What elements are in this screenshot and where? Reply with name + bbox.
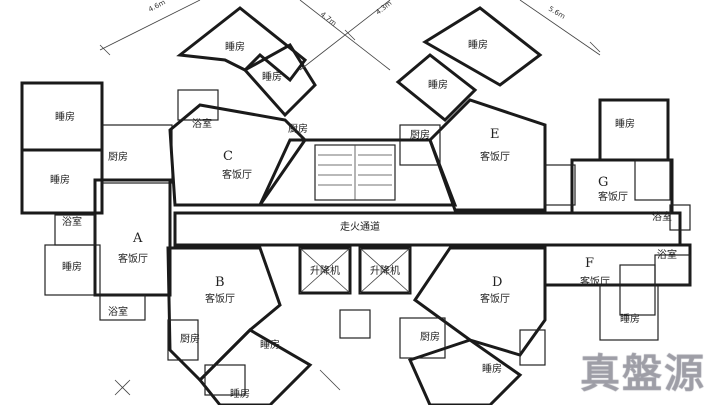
svg-text:浴室: 浴室	[62, 215, 82, 228]
flat-label-f: F	[585, 256, 594, 271]
svg-text:浴室: 浴室	[657, 248, 677, 261]
flat-g	[544, 98, 691, 231]
watermark: 真盤源	[580, 351, 706, 397]
flat-a	[20, 81, 173, 321]
svg-text:睡房: 睡房	[262, 70, 282, 83]
svg-text:客饭厅: 客饭厅	[480, 292, 510, 305]
svg-text:睡房: 睡房	[482, 362, 502, 375]
room-labels: 睡房 睡房 客饭厅 睡房 浴室 浴室 厨房 睡房 睡房 浴室 客饭厅 厨房 睡房…	[50, 38, 677, 400]
svg-text:客饭厅: 客饭厅	[598, 190, 628, 203]
svg-text:睡房: 睡房	[260, 338, 280, 351]
flat-label-g: G	[598, 175, 608, 190]
svg-text:睡房: 睡房	[225, 40, 245, 53]
svg-text:客饭厅: 客饭厅	[480, 150, 510, 163]
svg-text:睡房: 睡房	[50, 173, 70, 186]
svg-text:客饭厅: 客饭厅	[205, 292, 235, 305]
flat-f	[543, 243, 692, 341]
flat-label-a: A	[132, 231, 143, 246]
flat-d	[399, 246, 547, 405]
svg-text:睡房: 睡房	[620, 312, 640, 325]
flat-label-c: C	[223, 149, 233, 164]
svg-text:睡房: 睡房	[230, 387, 250, 400]
svg-text:睡房: 睡房	[62, 260, 82, 273]
flat-e	[395, 6, 547, 212]
lift-core: 升降机 升降机	[298, 246, 412, 339]
dimension-lines	[99, 0, 601, 396]
dim-label-3: 4.3m	[374, 0, 393, 17]
svg-text:浴室: 浴室	[108, 305, 128, 318]
svg-text:浴室: 浴室	[652, 210, 672, 223]
flat-label-e: E	[490, 127, 500, 142]
svg-text:浴室: 浴室	[192, 117, 212, 130]
stair-core	[257, 138, 458, 207]
svg-text:睡房: 睡房	[468, 38, 488, 51]
svg-text:客饭厅: 客饭厅	[580, 275, 610, 288]
svg-text:厨房: 厨房	[108, 150, 128, 163]
flat-c	[168, 6, 317, 207]
lift-label-1: 升降机	[310, 264, 340, 277]
svg-text:厨房: 厨房	[180, 332, 200, 345]
flat-b	[166, 246, 313, 405]
flat-label-b: B	[215, 275, 225, 290]
svg-text:客饭厅: 客饭厅	[222, 168, 252, 181]
corridor-label: 走火通道	[340, 220, 380, 233]
svg-text:厨房: 厨房	[420, 330, 440, 343]
svg-text:厨房: 厨房	[410, 128, 430, 141]
flat-label-d: D	[492, 275, 502, 290]
svg-text:厨房: 厨房	[288, 122, 308, 135]
lift-label-2: 升降机	[370, 264, 400, 277]
svg-text:睡房: 睡房	[428, 78, 448, 91]
corridor-walls	[173, 211, 682, 247]
svg-text:睡房: 睡房	[55, 110, 75, 123]
dim-label-2: 4.7m	[319, 10, 338, 27]
svg-text:客饭厅: 客饭厅	[118, 252, 148, 265]
svg-text:睡房: 睡房	[615, 117, 635, 130]
dim-label-1: 4.6m	[147, 0, 167, 14]
dim-label-4: 5.6m	[547, 5, 567, 21]
